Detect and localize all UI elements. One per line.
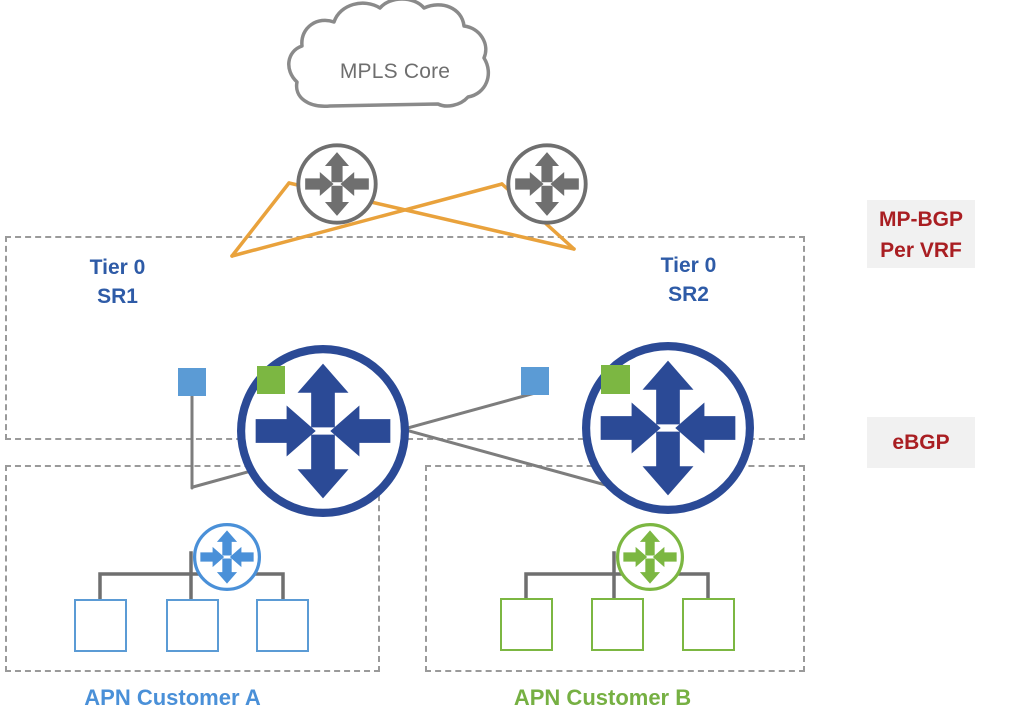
customer-a-endpoint [256, 599, 309, 652]
router-icon [461, 98, 547, 184]
sr2-label-line1: Tier 0 [660, 254, 717, 277]
link-core2-sr1 [230, 182, 504, 258]
sr1-label: Tier 0 SR1 [55, 253, 180, 311]
router-icon [251, 98, 337, 184]
customer-b-endpoint [500, 598, 553, 651]
customer-b-endpoint [591, 598, 644, 651]
customer-a-endpoint [166, 599, 219, 652]
sr2-vrf-b-green-square-icon [601, 365, 630, 394]
customer-a-endpoint [74, 599, 127, 652]
customer-b-lan-bus [524, 572, 710, 601]
sr2-label-line2: SR2 [668, 283, 709, 306]
router-icon [155, 485, 227, 557]
router-icon [578, 485, 650, 557]
link-core1-sr1 [230, 181, 291, 258]
cloud-label: MPLS Core [339, 60, 451, 83]
cloud-icon [287, 0, 490, 108]
sr1-vrf-a-blue-square-icon [178, 368, 206, 396]
customer-b-label: APN Customer B [513, 685, 692, 710]
ebgp-annotation: eBGP [867, 417, 975, 468]
mp-bgp-line2: Per VRF [880, 239, 962, 262]
mp-bgp-annotation: MP-BGP Per VRF [867, 200, 975, 268]
sr2-vrf-a-blue-square-icon [521, 367, 549, 395]
mp-bgp-line1: MP-BGP [879, 208, 963, 231]
sr2-label: Tier 0 SR2 [626, 251, 751, 309]
customer-a-label: APN Customer A [84, 685, 261, 710]
sr1-label-line2: SR1 [97, 285, 138, 308]
sr1-label-line1: Tier 0 [89, 256, 146, 279]
customer-b-endpoint [682, 598, 735, 651]
customer-a-lan-bus [98, 572, 285, 601]
sr1-vrf-b-green-square-icon [257, 366, 285, 394]
